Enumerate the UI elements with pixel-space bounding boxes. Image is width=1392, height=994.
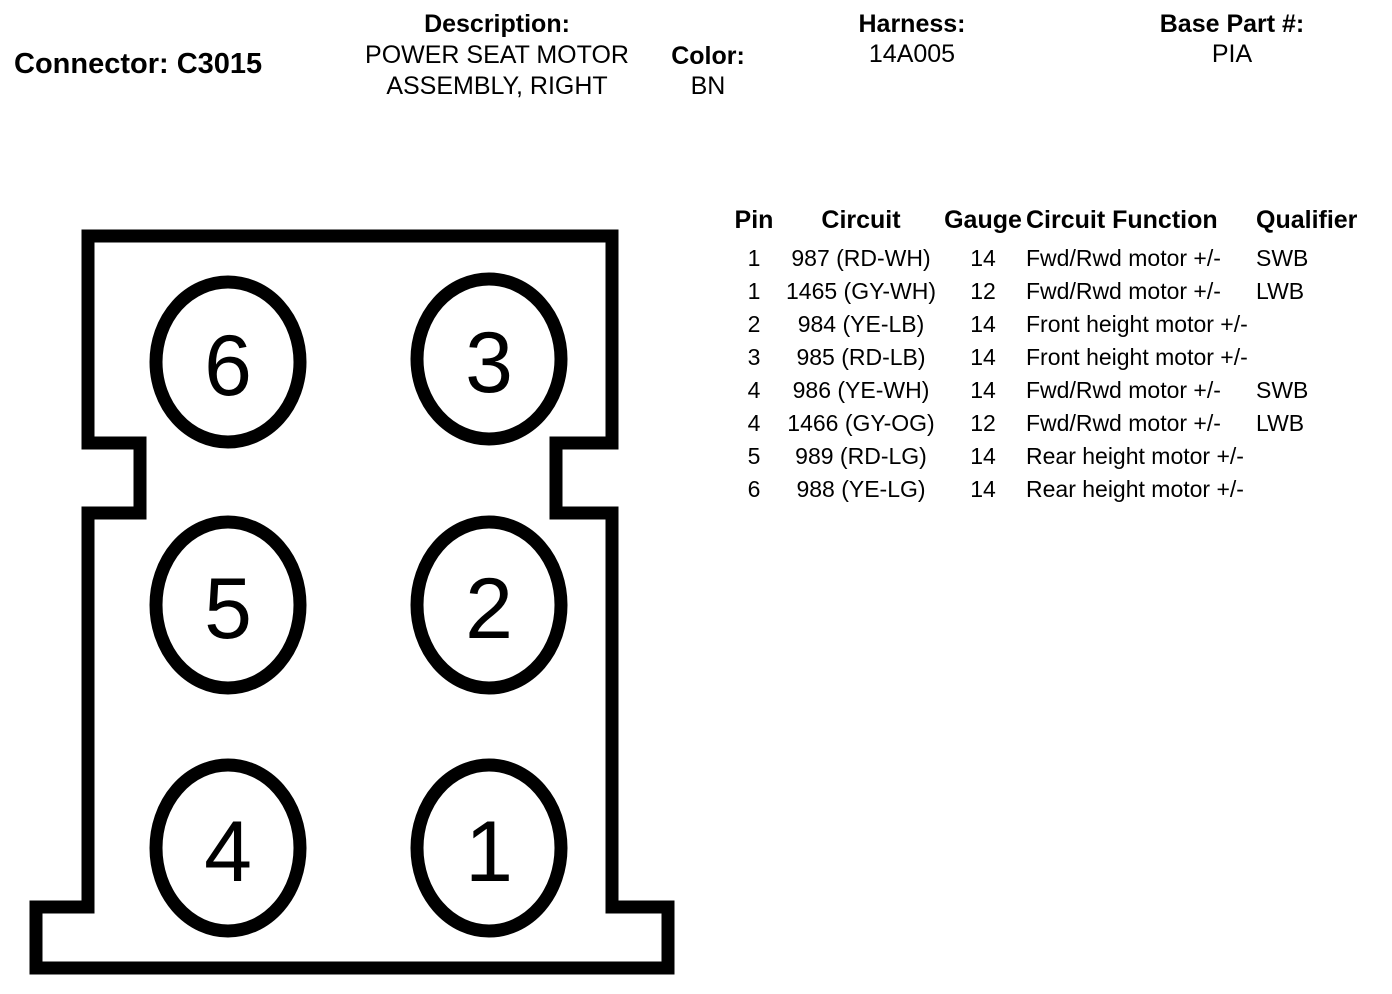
cell-gauge: 14 [970,377,996,403]
pin-cavity-group: 6 3 5 2 4 1 [149,272,568,938]
cell-qualifier: SWB [1256,377,1309,403]
cell-pin: 4 [747,377,761,403]
column-header-circuit: Circuit [821,206,901,234]
cell-function: Rear height motor +/- [1026,443,1244,469]
table-row: 1 1465 (GY-WH) 12 Fwd/Rwd motor +/- LWB [726,275,1386,308]
color-label: Color: [671,42,745,70]
column-header-gauge: Gauge [944,206,1022,234]
description-label: Description: [424,10,570,38]
cell-qualifier: LWB [1256,410,1305,436]
harness-label: Harness: [858,10,966,38]
description-block: Description: POWER SEAT MOTOR ASSEMBLY, … [347,10,647,102]
cell-function: Fwd/Rwd motor +/- [1026,410,1221,436]
connector-diagram: 6 3 5 2 4 1 [0,210,700,990]
table-row: 6 988 (YE-LG) 14 Rear height motor +/- [726,473,1386,506]
base-part-label: Base Part #: [1159,10,1305,38]
cell-gauge: 14 [970,344,996,370]
cell-gauge: 12 [970,278,996,304]
cell-pin: 5 [747,443,761,469]
cell-qualifier: LWB [1256,278,1305,304]
table-row: 2 984 (YE-LB) 14 Front height motor +/- [726,308,1386,341]
pin-cavity-4: 4 [149,758,307,938]
column-header-pin: Pin [734,206,774,234]
column-header-function: Circuit Function [1026,206,1218,234]
description-value: POWER SEAT MOTOR ASSEMBLY, RIGHT [365,40,629,100]
cell-circuit: 986 (YE-WH) [792,377,930,403]
cell-circuit: 989 (RD-LG) [795,443,927,469]
table-row: 1 987 (RD-WH) 14 Fwd/Rwd motor +/- SWB [726,242,1386,275]
cell-circuit: 988 (YE-LG) [796,476,926,502]
pin-cavity-3: 3 [410,272,568,446]
connector-body-outline [29,229,675,975]
table-row: 4 1466 (GY-OG) 12 Fwd/Rwd motor +/- LWB [726,407,1386,440]
cell-pin: 3 [747,344,761,370]
cell-circuit: 984 (YE-LB) [797,311,925,337]
pin-cavity-2: 2 [410,515,568,695]
cell-circuit: 1466 (GY-OG) [787,410,935,436]
pin-cavity-1: 1 [410,758,568,938]
cell-pin: 1 [747,245,761,271]
cell-function: Fwd/Rwd motor +/- [1026,245,1221,271]
harness-value: 14A005 [868,39,956,68]
cell-pin: 1 [747,278,761,304]
cell-gauge: 14 [970,443,996,469]
harness-block: Harness: 14A005 [792,10,1032,69]
cell-qualifier [1256,473,1386,506]
pin-cavity-label: 3 [465,315,513,411]
color-block: Color: BN [628,42,788,101]
pin-cavity-label: 4 [204,804,252,900]
cell-qualifier [1256,308,1386,341]
cell-pin: 2 [747,311,761,337]
cell-circuit: 1465 (GY-WH) [786,278,936,304]
cell-pin: 4 [747,410,761,436]
pin-cavity-label: 1 [465,804,513,900]
cell-qualifier [1256,440,1386,473]
cell-circuit: 985 (RD-LB) [796,344,926,370]
cell-gauge: 14 [970,476,996,502]
cell-function: Front height motor +/- [1026,311,1248,337]
pin-cavity-5: 5 [149,515,307,695]
cell-gauge: 14 [970,245,996,271]
base-part-value: PIA [1211,39,1253,68]
table-row: 5 989 (RD-LG) 14 Rear height motor +/- [726,440,1386,473]
base-part-block: Base Part #: PIA [1092,10,1372,69]
cell-pin: 6 [747,476,761,502]
color-value: BN [690,71,726,100]
pin-cavity-label: 2 [465,561,513,657]
cell-gauge: 12 [970,410,996,436]
cell-function: Fwd/Rwd motor +/- [1026,278,1221,304]
pin-table: Pin Circuit Gauge Circuit Function Quali… [726,206,1386,506]
table-row: 4 986 (YE-WH) 14 Fwd/Rwd motor +/- SWB [726,374,1386,407]
cell-qualifier: SWB [1256,245,1309,271]
cell-circuit: 987 (RD-WH) [791,245,931,271]
cell-gauge: 14 [970,311,996,337]
table-row: 3 985 (RD-LB) 14 Front height motor +/- [726,341,1386,374]
cell-function: Rear height motor +/- [1026,476,1244,502]
pin-cavity-label: 6 [204,318,252,414]
connector-title: Connector: C3015 [14,48,263,80]
pin-cavity-label: 5 [204,561,252,657]
cell-qualifier [1256,341,1386,374]
pin-cavity-6: 6 [149,275,307,449]
pin-assignment-table: Pin Circuit Gauge Circuit Function Quali… [726,206,1386,506]
cell-function: Front height motor +/- [1026,344,1248,370]
cell-function: Fwd/Rwd motor +/- [1026,377,1221,403]
table-header-row: Pin Circuit Gauge Circuit Function Quali… [726,206,1386,242]
column-header-qualifier: Qualifier [1256,206,1358,234]
